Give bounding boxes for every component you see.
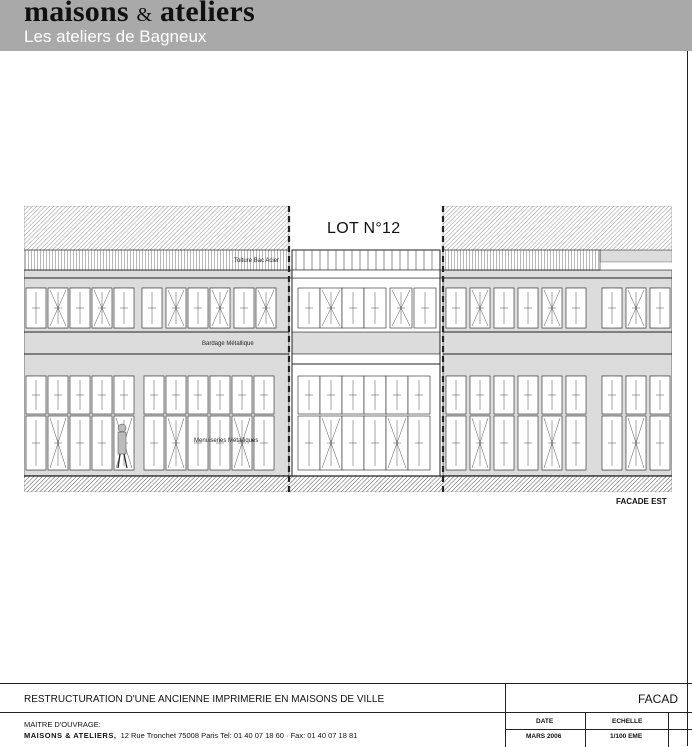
ground-hatch [24,475,672,492]
window-diag [471,417,489,469]
window-diag [321,289,341,327]
owner-info: MAISONS & ATELIERS, 12 Rue Tronchet 7500… [24,731,357,740]
sheet-title: FACAD [638,692,679,706]
scale-figure-leg [117,453,121,469]
window-diag [471,289,489,327]
brand-main: maisons [24,0,129,28]
window-diag [167,417,185,469]
roof-hatch [442,206,672,251]
window-diag [627,289,645,327]
window-diag [167,289,185,327]
window-diag [543,417,561,469]
lot-band [291,269,441,279]
window-diag [49,289,67,327]
title-block: RESTRUCTURATION D'UNE ANCIENNE IMPRIMERI… [0,683,692,747]
lot-title: LOT N°12 [327,220,401,237]
title-block-divider [505,684,506,747]
brand-logo: maisons & ateliers [24,0,255,29]
lot-roof [291,249,441,271]
window-diag [233,417,251,469]
annotation-cladding: Bardage Métallique [202,341,254,347]
scale-value: 1/100 EME [610,733,643,740]
owner-name: MAISONS & ATELIERS, [24,731,117,740]
window-diag [387,417,407,469]
date-value: MARS 2006 [526,733,562,740]
frame-border [687,51,688,746]
lot-cladding [291,331,441,355]
project-title: RESTRUCTURATION D'UNE ANCIENNE IMPRIMERI… [24,694,385,705]
owner-address: 12 Rue Tronchet 75008 Paris Tel: 01 40 0… [120,731,358,740]
window-diag [321,417,341,469]
roof-hatch [24,206,290,251]
annotation-joinery: Menuiseries Métalliques [194,438,258,444]
window-diag [543,289,561,327]
scale-figure-leg [123,453,128,469]
page-subtitle: Les ateliers de Bagneux [24,27,207,46]
window-diag [627,417,645,469]
brand-second: ateliers [159,0,255,28]
cladding-band [442,331,672,355]
page-header: maisons & ateliers Les ateliers de Bagne… [0,0,692,51]
scale-figure-body [117,431,127,455]
title-block-divider [505,729,692,730]
brand-ampersand: & [136,4,153,26]
owner-label: MAITRE D'OUVRAGE: [24,720,101,729]
window-diag [391,289,411,327]
window-diag [211,289,229,327]
annotation-roof: Toiture Bac Acier [234,258,279,264]
roof-cladding [442,249,601,271]
view-label: FACADE EST [616,497,667,506]
roof-hatch [599,249,672,263]
window-diag [49,417,67,469]
window-diag [257,289,275,327]
date-label: DATE [536,718,554,725]
scale-label: ECHELLE [612,718,643,725]
title-block-divider [0,712,692,713]
scale-figure-head [117,423,127,433]
window-diag [93,289,111,327]
